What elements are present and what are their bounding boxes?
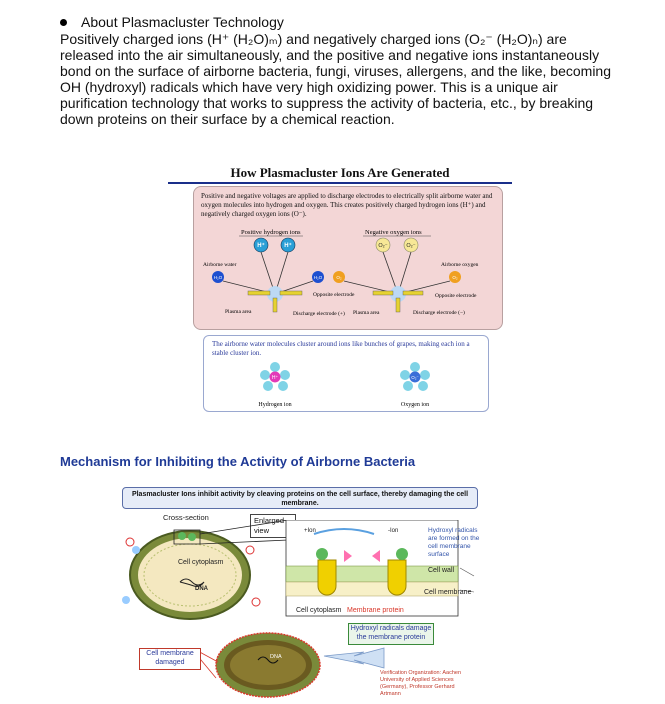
plasma-area-left-label: Plasma area <box>225 309 252 315</box>
water-right-label: H₂O <box>314 275 323 280</box>
cell-cytoplasm-label: Cell cytoplasm <box>178 559 224 566</box>
minus-ion-label: -Ion <box>388 528 398 534</box>
hydrogen-ion-label: Hydrogen ion <box>258 402 291 408</box>
dna-damaged-label: DNA <box>270 654 282 660</box>
mechanism-banner: Plasmacluster Ions inhibit activity by c… <box>122 487 478 509</box>
transition-arrow-icon <box>323 647 385 669</box>
opposite-electrode-left-label: Opposite electrode <box>313 292 355 298</box>
ion-generation-text: Positive and negative voltages are appli… <box>201 192 493 218</box>
o-ion-2-label: O₂⁻ <box>406 243 415 249</box>
water-molecule-left-icon <box>212 271 224 283</box>
discharge-neg-label: Discharge electrode (−) <box>413 309 465 316</box>
neg-ions-label: Negative oxygen ions <box>365 229 422 236</box>
cluster-ion-diagram: H⁺ Hydrogen ion O₂⁻ Oxygen ion <box>258 362 430 408</box>
cell-wall-label: Cell wall <box>428 567 455 574</box>
h-ion-2-label: H⁺ <box>284 242 292 249</box>
discharge-electrode-right-icon <box>372 290 394 296</box>
cross-section-label: Cross-section <box>163 513 209 522</box>
cell-membrane-label: Cell membrane <box>424 589 472 596</box>
airborne-water-label: Airborne water <box>203 262 237 268</box>
ion-arrow-icon <box>313 528 375 535</box>
oxygen-cluster-icon: O₂⁻ <box>400 362 430 391</box>
membrane-damaged-box: Cell membrane damaged <box>139 648 201 670</box>
oxygen-right-label: O₂ <box>452 275 458 280</box>
water-molecule-right-icon <box>312 271 324 283</box>
figure2-title: Mechanism for Inhibiting the Activity of… <box>60 454 416 469</box>
svg-text:O₂⁻: O₂⁻ <box>411 375 419 380</box>
opposite-electrode-right-label: Opposite electrode <box>435 293 477 299</box>
figure1-rule <box>168 182 512 184</box>
hydrogen-cluster-icon: H⁺ <box>260 362 290 391</box>
damage-note-box: Hydroxyl radicals damage the membrane pr… <box>348 623 434 645</box>
bottom-caption-prefix: Cell cytoplasm <box>296 607 342 614</box>
discharge-pos-label: Discharge electrode (+) <box>293 310 345 317</box>
o-ion-1-label: O₂⁻ <box>378 243 387 249</box>
damaged-bacterium-icon <box>215 632 321 698</box>
airborne-oxygen-label: Airborne oxygen <box>441 262 479 268</box>
svg-text:H⁺: H⁺ <box>272 375 279 381</box>
verification-credit: Verification Organization: Aachen Univer… <box>380 670 462 697</box>
section-heading: About Plasmacluster Technology <box>60 14 284 30</box>
ion-generation-panel <box>193 186 503 330</box>
bullet-icon <box>60 18 67 26</box>
pos-ions-label: Positive hydrogen ions <box>241 229 301 236</box>
membrane-protein-icon <box>316 548 408 596</box>
oxygen-ion-label: Oxygen ion <box>401 402 429 408</box>
bacteria-mechanism-diagram: Cell cytoplasm DNA +Ion -Ion Cell cytopl… <box>122 520 475 698</box>
plasma-area-right-icon <box>390 286 406 302</box>
oxygen-molecule-right-icon <box>449 271 461 283</box>
water-left-label: H₂O <box>214 275 223 280</box>
cluster-ion-panel <box>203 335 489 412</box>
ion-cluster-markers-icon <box>122 532 261 607</box>
plasma-area-right-label: Plasma area <box>353 310 380 316</box>
plasma-area-left-icon <box>267 286 283 302</box>
discharge-electrode-left-icon <box>247 290 271 296</box>
dna-strand-icon <box>179 578 205 587</box>
plus-ion-label: +Ion <box>304 528 316 534</box>
dna-label: DNA <box>195 586 209 592</box>
bottom-caption-suffix: Membrane protein <box>347 607 404 614</box>
figure1-title: How Plasmacluster Ions Are Generated <box>230 165 450 180</box>
heading-text: About Plasmacluster Technology <box>81 14 284 30</box>
cluster-ion-text: The airborne water molecules cluster aro… <box>212 340 470 357</box>
oxygen-molecule-left-icon <box>333 271 345 283</box>
h-ion-1-label: H⁺ <box>257 242 265 249</box>
ion-generation-diagram: Positive hydrogen ions H⁺ H⁺ Airborne wa… <box>203 229 479 317</box>
oxygen-left-label: O₂ <box>336 275 342 280</box>
bacterium-cross-section-icon <box>129 530 251 620</box>
hydroxyl-note: Hydroxyl radicals are formed on the cell… <box>428 527 480 558</box>
intro-paragraph: Positively charged ions (H⁺ (H₂O)ₘ) and … <box>60 31 611 127</box>
